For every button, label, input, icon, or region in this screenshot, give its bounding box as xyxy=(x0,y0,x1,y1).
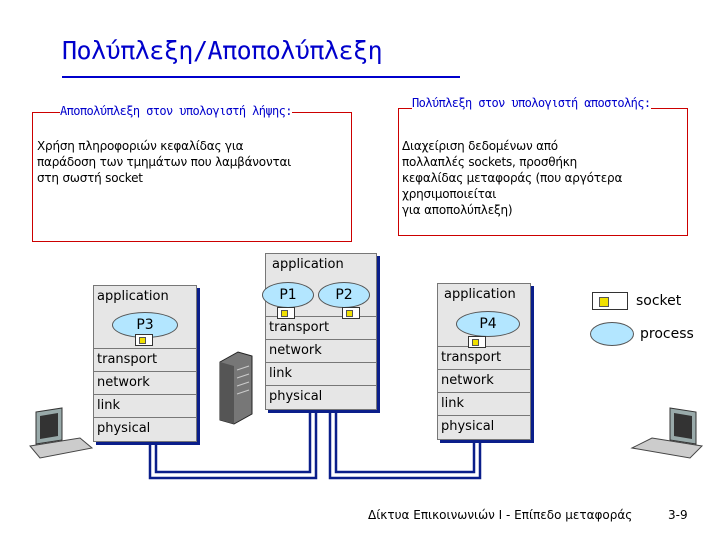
receiver-callout-text: Χρήση πληροφοριών κεφαλίδας για παράδοση… xyxy=(37,138,291,186)
layer-physical: physical xyxy=(438,415,530,437)
layer-network: network xyxy=(438,369,530,391)
sender-text-line: Διαχείριση δεδομένων από xyxy=(402,139,558,153)
socket-icon xyxy=(135,334,153,346)
sender-text-line: κεφαλίδας μεταφοράς (που αργότερα xyxy=(402,171,623,185)
socket-icon xyxy=(468,336,486,348)
layer-link: link xyxy=(94,394,196,416)
footer-course: Δίκτυα Επικοινωνιών Ι - Επίπεδο μεταφορά… xyxy=(368,508,633,522)
sender-text-line: για αποπολύπλεξη) xyxy=(402,203,513,217)
layer-physical: physical xyxy=(266,385,376,407)
sender-callout-text: Διαχείριση δεδομένων από πολλαπλές socke… xyxy=(402,138,622,218)
sender-text-line: πολλαπλές sockets, προσθήκη xyxy=(402,155,578,169)
receiver-text-line: παράδοση των τμημάτων που λαμβάνονται xyxy=(37,155,292,169)
right-laptop-icon xyxy=(630,407,704,459)
legend-process-icon xyxy=(590,322,634,346)
layer-application: application xyxy=(272,257,344,272)
sender-callout-label: Πολύπλεξη στον υπολογιστή αποστολής: xyxy=(412,96,651,110)
legend-socket-icon xyxy=(592,292,628,310)
layer-transport: transport xyxy=(266,316,376,338)
process-p2: P2 xyxy=(318,282,370,308)
layer-application: application xyxy=(444,287,516,302)
footer-page-number: 3-9 xyxy=(668,508,688,522)
receiver-text-line: Χρήση πληροφοριών κεφαλίδας για xyxy=(37,139,244,153)
left-laptop-icon xyxy=(29,407,94,459)
legend-socket-label: socket xyxy=(636,293,682,309)
cable-left-to-middle xyxy=(148,408,318,480)
middle-host-stack: application transport network link physi… xyxy=(265,253,377,410)
socket-icon xyxy=(277,307,295,319)
layer-network: network xyxy=(266,339,376,361)
process-p1: P1 xyxy=(262,282,314,308)
socket-icon xyxy=(342,307,360,319)
slide-title: Πολύπλεξη/Αποπολύπλεξη xyxy=(62,36,383,65)
layer-transport: transport xyxy=(438,346,530,368)
sender-text-line: χρησιμοποιείται xyxy=(402,187,497,201)
process-p3: P3 xyxy=(112,312,178,338)
server-icon xyxy=(219,351,253,425)
left-host-stack: application transport network link physi… xyxy=(93,285,197,442)
receiver-text-line: στη σωστή socket xyxy=(37,171,143,185)
receiver-callout-label: Αποπολύπλεξη στον υπολογιστή λήψης: xyxy=(60,104,292,118)
process-p4: P4 xyxy=(456,311,520,337)
layer-link: link xyxy=(438,392,530,414)
layer-transport: transport xyxy=(94,348,196,370)
title-underline xyxy=(62,76,460,78)
layer-application: application xyxy=(97,289,169,304)
cable-middle-to-right xyxy=(328,408,482,480)
layer-physical: physical xyxy=(94,417,196,439)
right-host-stack: application transport network link physi… xyxy=(437,283,531,440)
layer-network: network xyxy=(94,371,196,393)
legend-process-label: process xyxy=(640,326,694,342)
layer-link: link xyxy=(266,362,376,384)
